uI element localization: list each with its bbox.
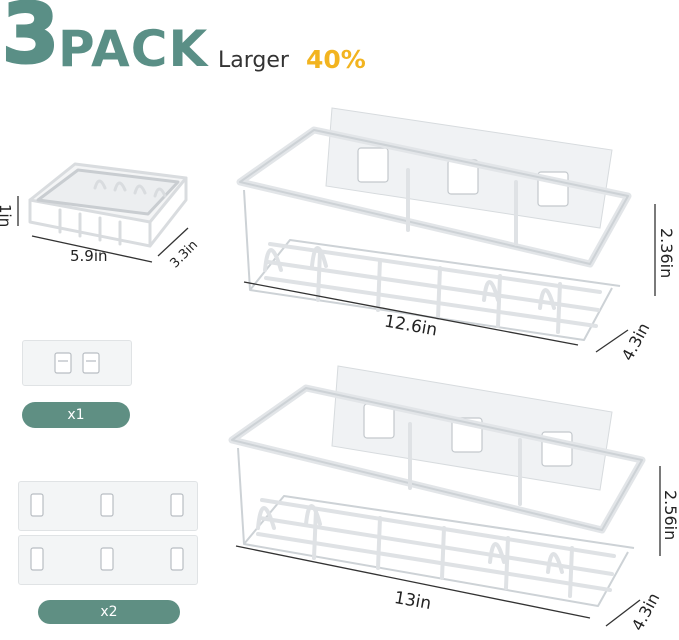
larger-percent: 40% [306,45,366,74]
hook-icon [54,352,100,374]
quantity-x2-label: x2 [100,604,118,620]
quantity-x1-badge: x1 [22,402,130,428]
strip-hooks-icon [30,547,184,571]
quantity-x2-badge: x2 [38,600,180,624]
adhesive-hook-single [22,340,132,386]
adhesive-strip-1 [18,481,198,531]
pack-count-number: 3 [0,0,60,82]
adhesive-strip-2 [18,535,198,585]
larger-label: Larger [218,48,289,73]
strip-hooks-icon [30,493,184,517]
soap-dish-length: 5.9in [70,247,108,265]
pack-title: PACK [58,20,209,78]
basket-large-height: 2.56in [661,490,679,541]
quantity-x1-label: x1 [67,407,85,423]
